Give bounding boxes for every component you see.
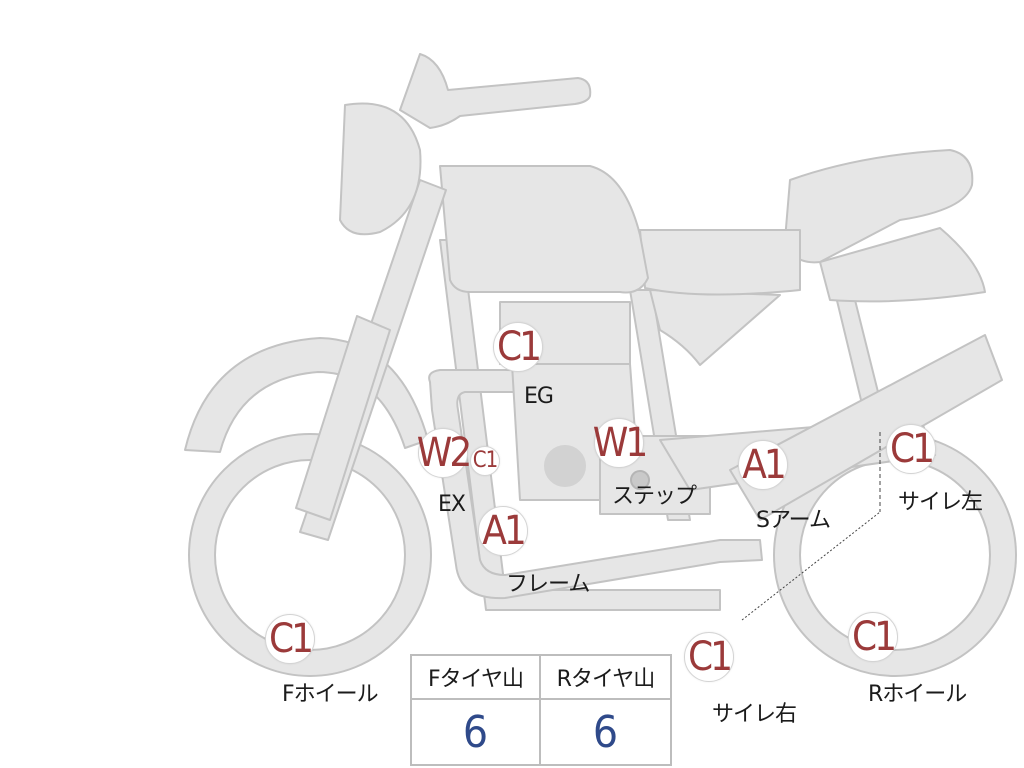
front-wheel-marker[interactable]: C1 xyxy=(265,614,315,664)
exhaust-c-marker[interactable]: C1 xyxy=(470,446,500,476)
rear-tire-tread-value[interactable]: 6 xyxy=(592,706,619,758)
engine-label: EG xyxy=(524,384,554,409)
side-cover xyxy=(649,289,781,366)
step-label: ステップ xyxy=(612,484,697,509)
exhaust-label: EX xyxy=(438,492,466,517)
exhaust-w-marker[interactable]: W2 xyxy=(416,428,472,478)
frame-label: フレーム xyxy=(506,572,590,597)
rear-fender xyxy=(819,227,986,303)
muffler-right-marker[interactable]: C1 xyxy=(684,632,734,682)
frame-marker[interactable]: A1 xyxy=(478,506,528,556)
front-wheel xyxy=(189,434,431,676)
handlebar xyxy=(399,53,592,129)
swingarm-marker[interactable]: A1 xyxy=(738,440,788,490)
headlight xyxy=(339,102,422,236)
muffler-right-label: サイレ右 xyxy=(712,702,797,727)
exhaust-pipe xyxy=(428,369,763,600)
front-tire-tread-header: Fタイヤ山 xyxy=(412,656,541,700)
front-wheel-label: Fホイール xyxy=(282,682,379,707)
front-tire-tread-value[interactable]: 6 xyxy=(412,700,541,764)
rear-tire-tread-header: Rタイヤ山 xyxy=(541,656,670,700)
swingarm-label: Sアーム xyxy=(756,508,831,533)
fuel-tank xyxy=(439,165,649,294)
muffler-right-leader xyxy=(741,511,881,621)
muffler-left-label: サイレ左 xyxy=(898,490,983,515)
muffler-left-marker[interactable]: C1 xyxy=(886,424,936,474)
rear-wheel-marker[interactable]: C1 xyxy=(848,612,898,662)
muffler xyxy=(729,334,1003,521)
seat xyxy=(784,149,974,264)
rear-wheel-label: Rホイール xyxy=(868,682,967,707)
step-marker[interactable]: W1 xyxy=(592,418,648,468)
engine-marker[interactable]: C1 xyxy=(493,322,543,372)
tire-tread-table: Fタイヤ山 Rタイヤ山 6 6 xyxy=(410,654,672,766)
